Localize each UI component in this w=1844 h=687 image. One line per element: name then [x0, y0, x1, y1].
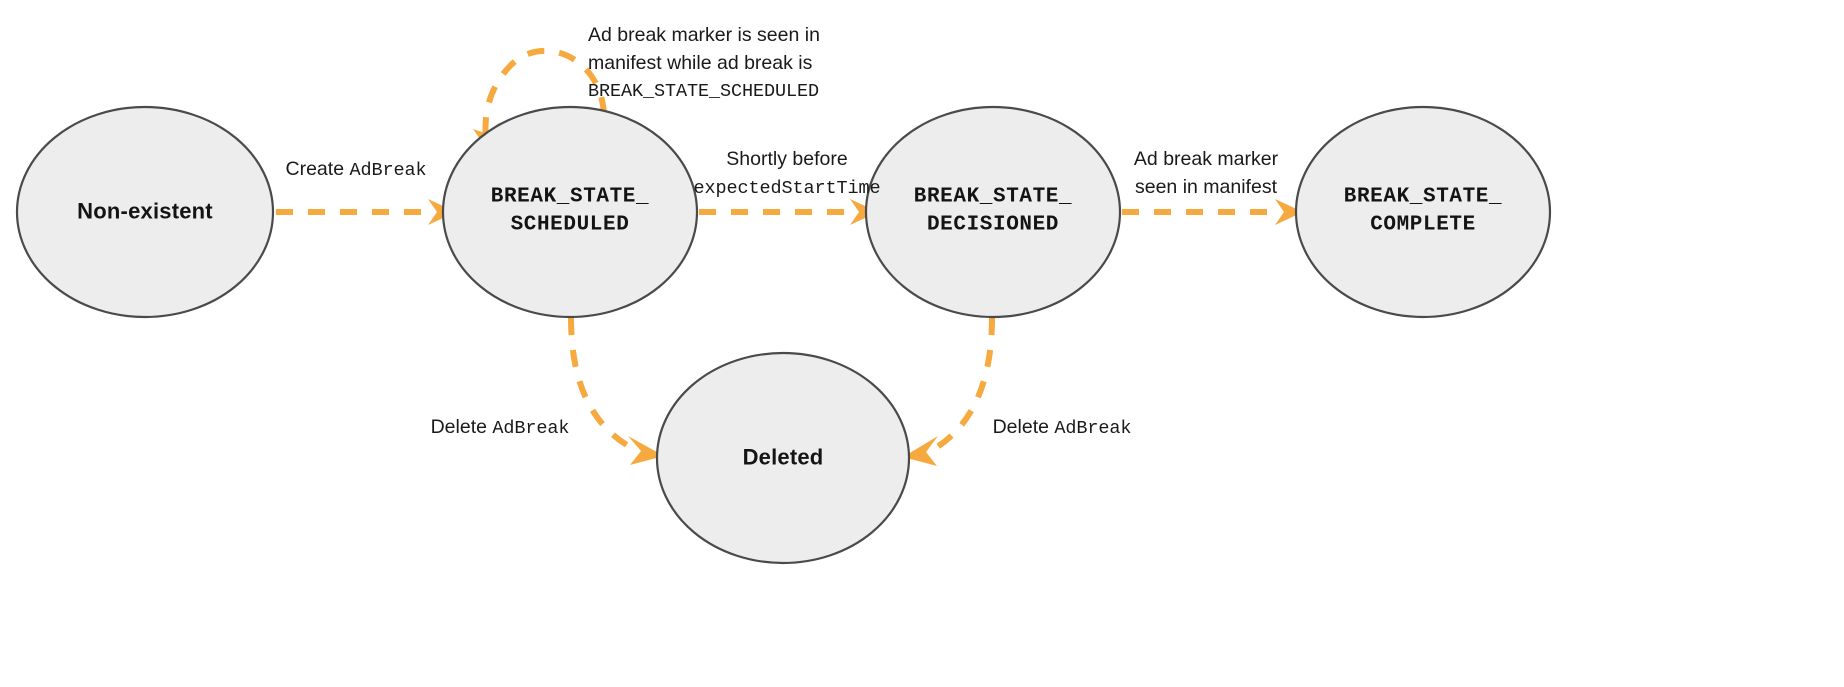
- edge-label-line-2: seen in manifest: [1134, 175, 1277, 198]
- node-label-non-existent: Non-existent: [77, 198, 213, 224]
- node-label-line-2: COMPLETE: [1370, 214, 1476, 237]
- edge-label-text-sans: Delete: [430, 416, 493, 438]
- node-label-line-1: BREAK_STATE_: [490, 185, 650, 209]
- edge-label-text-sans: Create: [285, 158, 350, 180]
- edge-create-adbreak: [276, 199, 456, 225]
- edge-label-text-sans: Delete: [992, 416, 1055, 438]
- node-label-line-2: SCHEDULED: [510, 214, 630, 237]
- node-label-break-state-decisioned: BREAK_STATE_ DECISIONED: [914, 184, 1072, 241]
- node-label-line-1: BREAK_STATE_: [913, 185, 1073, 209]
- edge-label-delete-from-scheduled: Delete AdBreak: [431, 414, 570, 442]
- edge-marker-seen-in-manifest: [1122, 199, 1303, 225]
- edge-label-line-2: expectedStartTime: [693, 177, 881, 199]
- edge-label-scheduled-self-loop: Ad break marker is seen in manifest while…: [588, 22, 820, 106]
- edge-delete-from-scheduled: [568, 317, 664, 465]
- edge-label-line-2: manifest while ad break is: [588, 51, 813, 74]
- edge-label-marker-seen-in-manifest: Ad break marker seen in manifest: [1134, 146, 1278, 201]
- node-break-state-decisioned[interactable]: [864, 105, 1122, 319]
- edge-label-line-3: BREAK_STATE_SCHEDULED: [588, 81, 820, 103]
- node-label-break-state-complete: BREAK_STATE_ COMPLETE: [1344, 184, 1502, 241]
- edge-label-line-1: Ad break marker: [1133, 148, 1279, 170]
- edge-label-line-1: Shortly before: [726, 148, 848, 170]
- edge-delete-from-decisioned: [903, 317, 995, 466]
- node-label-line-2: DECISIONED: [926, 214, 1060, 237]
- edge-label-line-1: Ad break marker is seen in: [588, 24, 820, 46]
- node-break-state-scheduled[interactable]: [441, 105, 699, 319]
- edge-label-text-mono: AdBreak: [1054, 418, 1132, 439]
- node-break-state-complete[interactable]: [1294, 105, 1552, 319]
- node-non-existent[interactable]: [15, 105, 275, 319]
- edge-shortly-before: [699, 199, 878, 225]
- node-deleted[interactable]: [655, 351, 911, 565]
- edge-label-create-adbreak: Create AdBreak: [286, 156, 427, 184]
- edge-label-shortly-before: Shortly before expectedStartTime: [693, 146, 880, 202]
- node-label-deleted: Deleted: [742, 444, 824, 470]
- node-label-break-state-scheduled: BREAK_STATE_ SCHEDULED: [491, 184, 649, 241]
- edge-label-text-mono: AdBreak: [349, 160, 427, 181]
- edge-label-delete-from-decisioned: Delete AdBreak: [993, 414, 1132, 442]
- node-label-line-1: BREAK_STATE_: [1343, 185, 1503, 209]
- edge-label-text-mono: AdBreak: [492, 418, 570, 439]
